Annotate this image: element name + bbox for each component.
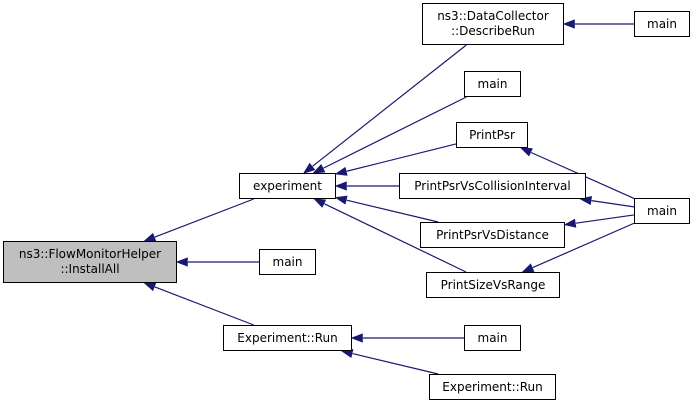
node-printpsrvscollisioninterval[interactable]: PrintPsrVsCollisionInterval — [399, 173, 586, 199]
call-edge-print_distance-to-experiment — [334, 195, 439, 223]
node-label: PrintPsr — [469, 127, 515, 142]
call-edge-main_print-to-print_size — [521, 222, 635, 273]
edge-line — [575, 214, 635, 224]
edge-arrowhead — [302, 162, 316, 174]
node-experiment-run[interactable]: Experiment::Run — [223, 325, 352, 351]
node-label: main — [647, 203, 677, 218]
edge-arrowhead — [312, 164, 326, 174]
node-label: main — [272, 254, 303, 269]
edge-arrowhead — [521, 263, 535, 273]
call-edge-experiment-to-install_all — [143, 198, 254, 242]
edge-arrowhead — [350, 333, 363, 343]
node-main-installall-caller[interactable]: main — [259, 249, 316, 275]
edge-arrowhead — [562, 19, 575, 29]
call-edge-experiment_run-to-install_all — [143, 282, 254, 326]
node-main-run-caller[interactable]: main — [464, 325, 521, 351]
edge-line — [346, 199, 439, 223]
edge-arrowhead — [313, 198, 327, 208]
edge-line — [154, 286, 254, 326]
edge-line — [312, 44, 467, 167]
node-label: main — [477, 76, 508, 91]
edge-line — [154, 198, 254, 238]
node-label: Experiment::Run — [237, 330, 338, 345]
edge-line — [352, 352, 439, 375]
edge-line — [532, 222, 635, 269]
node-experiment-run-caller[interactable]: Experiment::Run — [429, 374, 556, 400]
node-line: ns3::FlowMonitorHelper — [18, 247, 162, 261]
node-line: ::InstallAll — [60, 262, 120, 276]
call-edge-print_size-to-experiment — [313, 198, 467, 273]
call-edge-main_print-to-print_distance — [563, 214, 635, 228]
node-main-experiment-caller[interactable]: main — [464, 71, 521, 97]
edge-arrowhead — [519, 147, 533, 157]
node-printpsrvsdistance[interactable]: PrintPsrVsDistance — [420, 222, 565, 248]
node-label: PrintSizeVsRange — [440, 277, 546, 292]
node-label: experiment — [253, 178, 322, 193]
call-edge-print_collision-to-experiment — [334, 181, 399, 191]
edge-arrowhead — [143, 282, 157, 292]
node-label: main — [647, 16, 677, 31]
call-edge-main_run-to-experiment_run — [350, 333, 464, 343]
call-edge-experiment_run2-to-experiment_run — [340, 349, 439, 375]
node-datacollector-describerun[interactable]: ns3::DataCollector ::DescribeRun — [422, 3, 564, 45]
node-label: Experiment::Run — [442, 379, 543, 394]
call-edge-main_install-to-install_all — [175, 257, 259, 267]
node-printpsr[interactable]: PrintPsr — [456, 122, 528, 148]
call-edge-main_describe-to-describe_run — [562, 19, 634, 29]
edge-line — [346, 143, 457, 172]
node-main-describerun-caller[interactable]: main — [634, 11, 690, 37]
node-printsizevsrange[interactable]: PrintSizeVsRange — [426, 272, 560, 298]
edge-line — [323, 96, 467, 169]
edge-line — [591, 200, 635, 208]
node-experiment[interactable]: experiment — [239, 173, 336, 199]
edge-arrowhead — [175, 257, 188, 267]
node-label: PrintPsrVsDistance — [436, 227, 549, 242]
edge-arrowhead — [334, 195, 348, 205]
edge-arrowhead — [334, 166, 348, 176]
call-edge-describe_run-to-experiment — [302, 44, 467, 174]
node-main-print-caller[interactable]: main — [634, 198, 690, 224]
edge-arrowhead — [143, 232, 157, 242]
call-edge-main_exp-to-experiment — [312, 96, 467, 174]
node-label: main — [477, 330, 508, 345]
edge-arrowhead — [334, 181, 347, 191]
node-line: ::DescribeRun — [451, 24, 535, 38]
call-edge-main_print-to-print_collision — [579, 196, 635, 208]
edge-line — [324, 203, 467, 273]
call-edge-print_psr-to-experiment — [334, 143, 457, 176]
edge-arrowhead — [563, 218, 577, 228]
node-line: ns3::DataCollector — [437, 9, 549, 23]
node-flowmonitorhelper-installall: ns3::FlowMonitorHelper ::InstallAll — [3, 241, 177, 283]
node-label: PrintPsrVsCollisionInterval — [414, 178, 571, 193]
